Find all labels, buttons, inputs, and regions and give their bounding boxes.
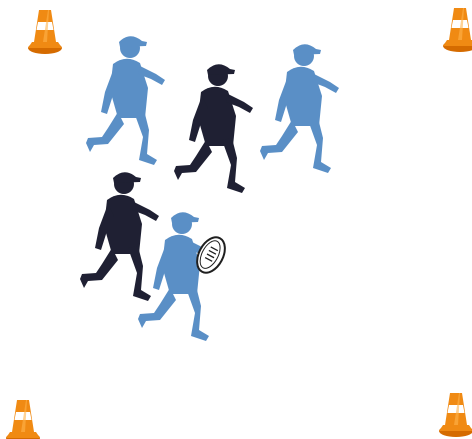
- drill-canvas: [0, 0, 472, 439]
- field-background: [0, 0, 472, 439]
- drill-diagram: [0, 0, 472, 439]
